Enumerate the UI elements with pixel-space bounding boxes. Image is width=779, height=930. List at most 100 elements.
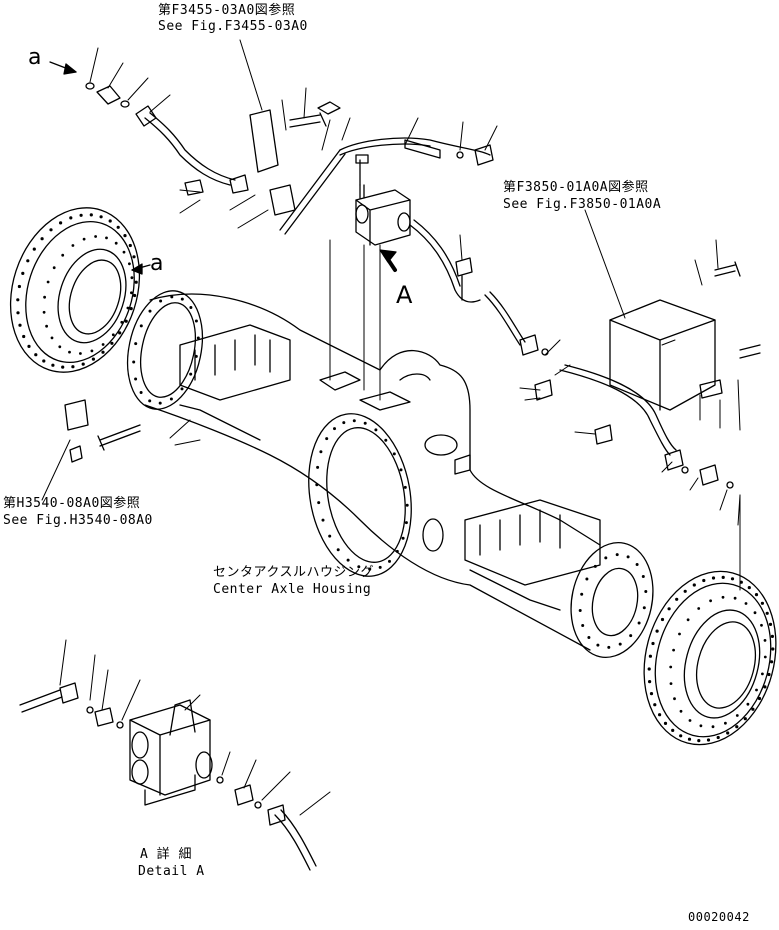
bolt-hole: [388, 559, 391, 563]
bolt-hole: [196, 336, 200, 340]
bolt-hole: [43, 295, 46, 299]
bolt-hole: [641, 575, 645, 578]
bolt-hole: [90, 349, 94, 353]
bolt-hole: [653, 703, 657, 707]
bolt-hole: [82, 237, 86, 241]
right-brake-disc: [625, 556, 779, 759]
bolt-hole: [346, 558, 350, 562]
ref-f3455-jp: 第F3455-03A0図参照: [158, 3, 296, 18]
bolt-hole: [585, 577, 589, 581]
bolt-hole: [32, 247, 36, 251]
bolt-hole: [709, 599, 712, 603]
bolt-hole: [128, 243, 132, 248]
view-a-label: A: [396, 281, 413, 309]
bolt-hole: [392, 452, 396, 456]
bolt-hole: [46, 280, 50, 284]
bolt-hole: [724, 721, 727, 725]
bolt-hole: [170, 295, 174, 299]
bolt-hole: [363, 421, 367, 425]
bolt-hole: [110, 341, 114, 345]
bolt-hole: [649, 692, 654, 696]
marker-arrows: [50, 62, 396, 274]
bolt-hole: [679, 734, 683, 738]
bolt-hole: [134, 280, 138, 284]
bolt-hole: [134, 377, 138, 381]
bolt-hole: [49, 228, 53, 232]
bolt-hole: [669, 682, 673, 685]
bolt-hole: [767, 672, 771, 677]
bolt-hole: [16, 298, 20, 302]
bolt-hole: [189, 372, 193, 376]
bolt-hole: [648, 654, 653, 658]
bolt-hole: [120, 320, 124, 324]
bolt-hole: [79, 352, 82, 355]
bolt-hole: [615, 553, 619, 557]
bolt-hole: [760, 623, 763, 627]
bolt-hole: [71, 244, 75, 247]
bolt-hole: [648, 680, 652, 684]
bolt-hole: [148, 399, 152, 403]
bolt-hole: [399, 468, 403, 472]
bolt-hole: [395, 549, 399, 553]
bolt-hole: [127, 262, 131, 266]
bolt-hole: [642, 606, 646, 610]
bolt-hole: [604, 556, 608, 560]
bolt-hole: [122, 250, 126, 254]
bolt-hole: [702, 578, 706, 583]
pipes: [20, 113, 676, 870]
bolt-hole: [61, 365, 65, 369]
bolt-hole: [706, 738, 711, 742]
bolt-hole: [405, 503, 409, 507]
detail-label-en: Detail A: [138, 864, 205, 879]
bolt-hole: [629, 634, 633, 638]
bolt-hole: [180, 297, 184, 301]
bolt-hole: [374, 428, 378, 432]
bolt-hole: [587, 636, 591, 639]
bolt-hole: [18, 323, 22, 327]
bolt-hole: [89, 213, 93, 217]
bolt-hole: [22, 334, 26, 339]
bolt-hole: [658, 713, 662, 717]
bolt-hole: [114, 241, 118, 245]
bolt-hole: [139, 324, 143, 328]
bolt-hole: [765, 611, 769, 615]
bolt-hole: [730, 577, 735, 581]
bolt-hole: [733, 596, 737, 600]
bolt-hole: [687, 737, 692, 741]
bolt-hole: [744, 602, 748, 605]
bolt-hole: [132, 360, 136, 364]
brake-valve: [356, 155, 410, 245]
bolt-hole: [99, 215, 103, 219]
bolt-hole: [711, 576, 716, 580]
bolt-hole: [169, 397, 173, 401]
bolt-hole: [325, 437, 329, 441]
bolt-hole: [68, 350, 71, 354]
bolt-hole: [735, 725, 739, 729]
bolt-hole: [194, 354, 198, 358]
bolt-hole: [726, 731, 730, 735]
bolt-hole: [746, 702, 750, 706]
detail-label-jp: A 詳 細: [140, 847, 192, 862]
bolt-hole: [352, 419, 356, 423]
bolt-hole: [126, 306, 130, 310]
marker-a-mid: a: [150, 251, 164, 276]
housing-label-jp: センタアクスルハウジング: [213, 565, 374, 580]
bolt-hole: [635, 563, 639, 566]
bolt-hole: [763, 655, 767, 659]
center-axle-housing: [117, 284, 663, 665]
bolt-hole: [133, 293, 137, 298]
bolt-hole: [69, 216, 73, 220]
bolt-hole: [61, 253, 65, 257]
bolt-hole: [52, 266, 56, 270]
bolt-hole: [663, 721, 668, 726]
part-number: 00020042: [688, 910, 750, 924]
bolt-hole: [660, 617, 665, 622]
bolt-hole: [384, 438, 388, 442]
bolt-hole: [130, 276, 134, 280]
bolt-hole: [316, 465, 320, 469]
bolt-hole: [50, 336, 54, 340]
bolt-hole: [134, 342, 138, 346]
bolt-hole: [132, 255, 136, 259]
bolt-hole: [45, 324, 48, 328]
